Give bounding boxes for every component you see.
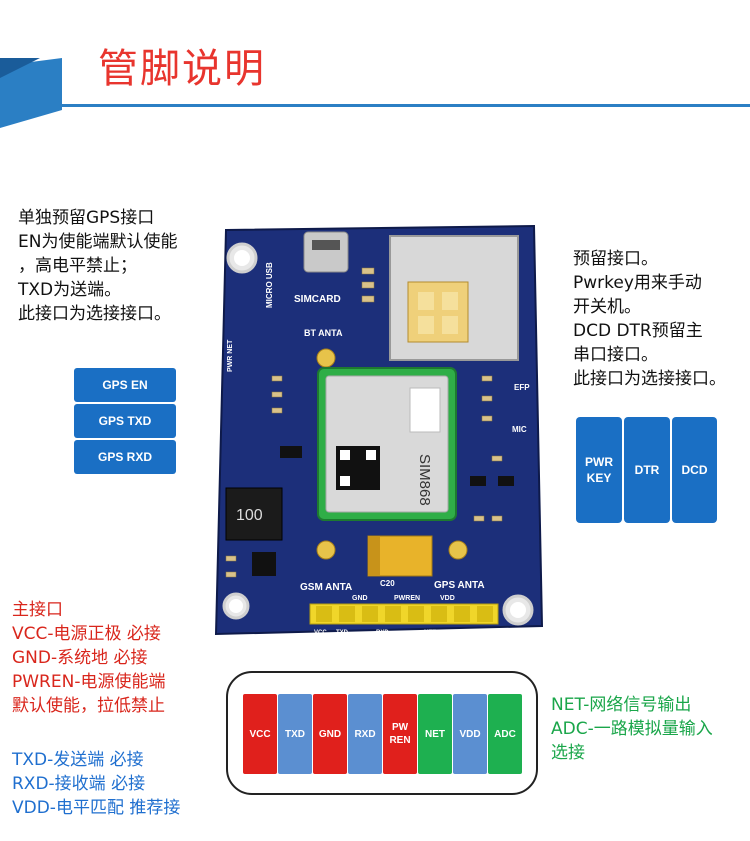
main-interface-note-signal: TXD-发送端 必接 RXD-接收端 必接 VDD-电平匹配 推荐接 xyxy=(12,750,181,818)
reserve-interface-note: 预留接口。 Pwrkey用来手动 开关机。 DCD DTR预留主 串口接口。 此… xyxy=(573,249,726,389)
silk-rxd: RXD xyxy=(376,630,389,636)
silk-txd: TXD xyxy=(336,630,349,636)
silk-micro-usb: MICRO USB xyxy=(265,262,274,308)
pcb-board-drawing: MICRO USB SIMCARD BT ANTA SIM868 100 GSM… xyxy=(214,224,544,636)
gps-rxd-pin-label: GPS RXD xyxy=(74,440,176,474)
optional-pins-note: NET-网络信号输出 ADC-一路模拟量输入 选接 xyxy=(551,695,713,763)
pwrkey-pin-label: PWR KEY xyxy=(576,417,622,523)
pin-vcc: VCC xyxy=(243,694,277,774)
silk-c20: C20 xyxy=(380,579,395,588)
page-title: 管脚说明 xyxy=(98,46,266,92)
silk-pwren: PWREN xyxy=(394,595,420,602)
silk-bt-anta: BT ANTA xyxy=(304,328,343,338)
silk-gsm-anta: GSM ANTA xyxy=(300,582,352,593)
pin-rxd: RXD xyxy=(348,694,382,774)
dcd-pin-label: DCD xyxy=(672,417,717,523)
title-rule xyxy=(60,104,750,107)
gps-pin-labels: GPS EN GPS TXD GPS RXD xyxy=(74,368,176,476)
pin-adc: ADC xyxy=(488,694,522,774)
silk-inductor: 100 xyxy=(236,507,263,524)
module-name: SIM868 xyxy=(416,454,433,506)
dtr-pin-label: DTR xyxy=(624,417,670,523)
silk-gnd: GND xyxy=(352,595,368,602)
silk-net: NET xyxy=(424,630,436,636)
pcb-board-image: MICRO USB SIMCARD BT ANTA SIM868 100 GSM… xyxy=(212,216,548,636)
pin-gnd: GND xyxy=(313,694,347,774)
silk-vcc: VCC xyxy=(314,630,327,636)
silk-efp: EFP xyxy=(514,383,530,392)
reserve-pin-labels: PWR KEY DTR DCD xyxy=(576,417,717,523)
silk-adc: ADC xyxy=(468,630,482,636)
main-pinout-row: VCC TXD GND RXD PW REN NET VDD ADC xyxy=(243,694,522,774)
silk-vdd: VDD xyxy=(440,595,455,602)
gps-txd-pin-label: GPS TXD xyxy=(74,404,176,438)
silk-gps-anta: GPS ANTA xyxy=(434,580,485,591)
header-stripe-decoration xyxy=(0,58,62,128)
silk-simcard: SIMCARD xyxy=(294,294,341,305)
pin-txd: TXD xyxy=(278,694,312,774)
pin-pwren: PW REN xyxy=(383,694,417,774)
main-interface-note-required: 主接口 VCC-电源正极 必接 GND-系统地 必接 PWREN-电源使能端 默… xyxy=(12,600,166,716)
silk-pwr-net: PWR NET xyxy=(227,339,234,372)
gps-interface-note: 单独预留GPS接口 EN为使能端默认使能 ，高电平禁止； TXD为送端。 此接口… xyxy=(18,208,178,324)
gps-en-pin-label: GPS EN xyxy=(74,368,176,402)
silk-mic: MIC xyxy=(512,425,527,434)
pin-net: NET xyxy=(418,694,452,774)
pin-vdd: VDD xyxy=(453,694,487,774)
